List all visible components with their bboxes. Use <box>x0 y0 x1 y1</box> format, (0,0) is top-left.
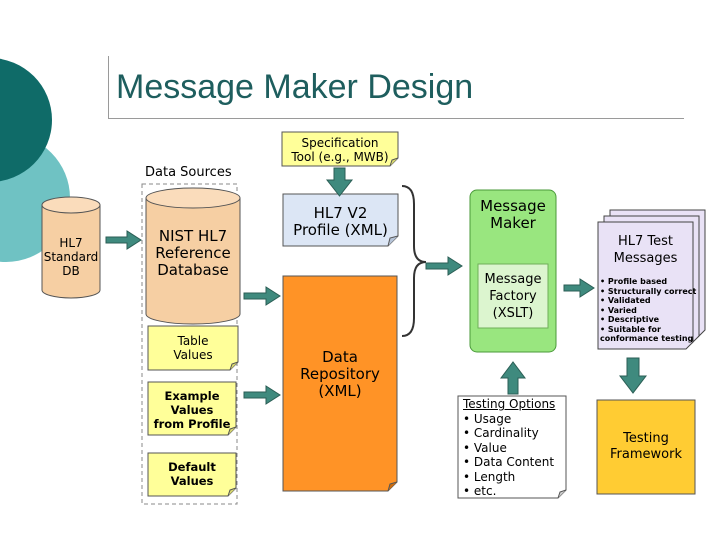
testing-framework-line1: Testing <box>623 431 669 446</box>
profile-label: HL7 V2 Profile (XML) <box>283 205 398 239</box>
hl7-db-line2: Standard <box>43 250 99 264</box>
option-value: • Value <box>463 440 507 455</box>
message-factory-box <box>477 263 549 329</box>
arrow-brace-to-maker <box>425 256 463 276</box>
example-values-line1: Example <box>164 389 220 403</box>
arrow-nist-to-repo <box>243 286 281 306</box>
bullet-validated: • Validated <box>600 296 651 305</box>
title-vertical-rule <box>108 56 109 118</box>
message-factory-line3: (XSLT) <box>492 306 534 321</box>
option-data-content: • Data Content <box>463 455 555 469</box>
table-values-line1: Table <box>177 334 209 348</box>
test-messages-bullets: • Profile based • Structurally correct •… <box>600 277 698 344</box>
bullet-structurally-correct: • Structurally correct <box>600 286 697 296</box>
message-maker-line2: Maker <box>490 214 536 232</box>
option-cardinality: • Cardinality <box>463 426 539 440</box>
bullet-descriptive: • Descriptive <box>600 315 660 324</box>
spec-tool-line1: Specification <box>301 136 379 150</box>
default-values-label: Default Values <box>148 460 236 488</box>
nist-db-label: NIST HL7 Reference Database <box>146 228 240 279</box>
testing-options-heading: Testing Options <box>463 397 556 411</box>
curly-brace <box>401 185 427 337</box>
profile-line2: Profile (XML) <box>293 221 388 239</box>
title-rule <box>108 118 684 119</box>
bullet-suitable-for: • Suitable for <box>600 324 661 334</box>
testing-framework-label: Testing Framework <box>597 431 695 463</box>
message-maker-line1: Message <box>480 197 546 215</box>
hl7-standard-db-label: HL7 Standard DB <box>40 236 102 278</box>
test-messages-line2: Messages <box>613 251 678 266</box>
data-sources-label: Data Sources <box>145 165 232 180</box>
repository-line3: (XML) <box>318 382 362 400</box>
nist-db-line3: Database <box>157 261 229 279</box>
hl7-db-line3: DB <box>62 264 80 278</box>
table-values-label: Table Values <box>148 334 238 362</box>
decor-circle-dark <box>0 58 52 182</box>
arrow-hl7-to-nist <box>105 230 142 250</box>
option-length: • Length <box>463 469 516 484</box>
repository-line2: Repository <box>300 365 380 383</box>
nist-db-cylinder <box>145 187 241 325</box>
example-values-label: Example Values from Profile <box>148 389 236 431</box>
bullet-varied: • Varied <box>600 305 637 315</box>
spec-tool-label: Specification Tool (e.g., MWB) <box>282 136 398 164</box>
table-values-line2: Values <box>173 348 213 362</box>
message-maker-label: Message Maker <box>470 198 556 232</box>
default-values-line1: Default <box>168 460 216 474</box>
arrow-spec-down <box>325 167 354 197</box>
example-values-line3: from Profile <box>153 417 231 431</box>
nist-db-line1: NIST HL7 <box>158 227 228 245</box>
spec-tool-line2: Tool (e.g., MWB) <box>291 150 389 164</box>
message-factory-label: Message Factory (XSLT) <box>478 271 548 322</box>
bullet-conformance-testing: conformance testing <box>600 334 694 343</box>
page-title: Message Maker Design <box>116 68 474 106</box>
arrow-example-to-repo <box>243 385 281 405</box>
test-messages-stack <box>597 209 706 350</box>
test-messages-title: HL7 Test Messages <box>598 233 693 267</box>
repository-line1: Data <box>322 348 358 366</box>
testing-framework-line2: Framework <box>610 447 682 462</box>
nist-db-line2: Reference <box>155 244 231 262</box>
testing-options-list: Testing Options • Usage • Cardinality • … <box>463 397 563 499</box>
message-factory-line1: Message <box>484 272 542 287</box>
example-values-line2: Values <box>170 403 214 417</box>
arrow-maker-to-messages <box>563 278 595 298</box>
option-usage: • Usage <box>463 411 512 426</box>
default-values-line2: Values <box>170 474 214 488</box>
test-messages-line1: HL7 Test <box>617 234 674 249</box>
arrow-messages-down <box>618 357 648 394</box>
repository-label: Data Repository (XML) <box>283 349 397 400</box>
hl7-db-line1: HL7 <box>59 236 83 250</box>
testing-framework-box <box>596 399 696 495</box>
hl7-standard-db-cylinder <box>41 196 101 299</box>
option-etc: • etc. <box>463 484 497 498</box>
message-factory-line2: Factory <box>489 289 537 304</box>
profile-line1: HL7 V2 <box>313 204 368 222</box>
bullet-profile-based: • Profile based <box>600 277 668 286</box>
arrow-options-up <box>500 361 526 395</box>
